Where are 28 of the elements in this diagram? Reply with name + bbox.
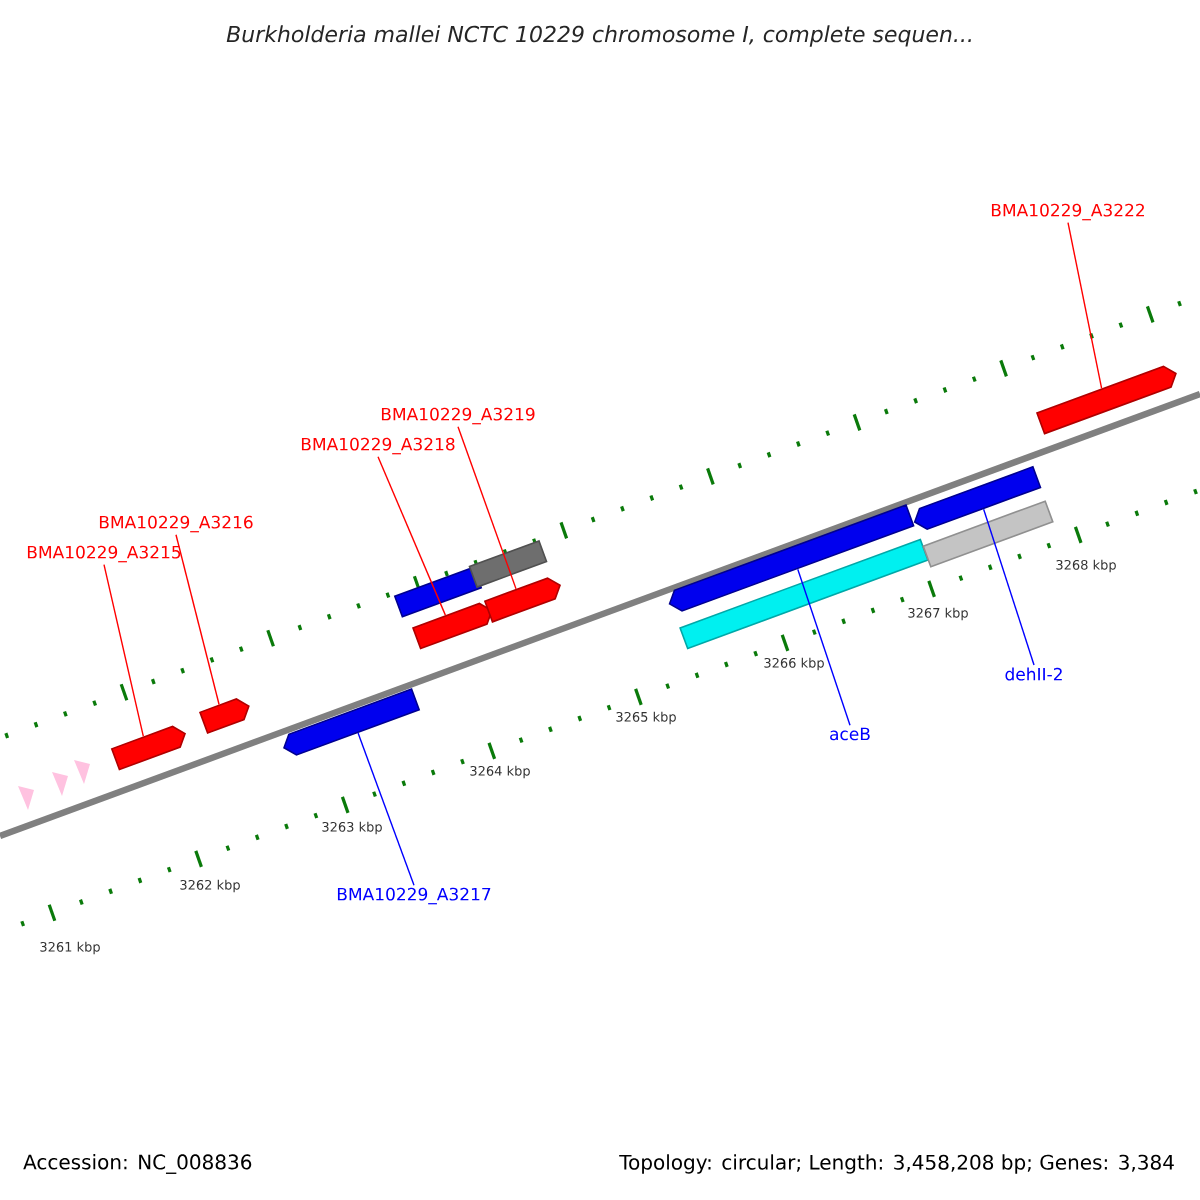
gene-feature <box>483 577 561 623</box>
gene-label: dehII-2 <box>1005 667 1062 681</box>
gene-feature <box>913 465 1042 531</box>
gene-label: BMA10229_A3216 <box>99 515 253 533</box>
gene-feature <box>668 504 915 612</box>
leader-line <box>457 426 517 590</box>
gene-label: BMA10229_A3218 <box>301 437 455 455</box>
gene-label: BMA10229_A3217 <box>337 887 491 905</box>
gene-label: aceB <box>830 727 870 741</box>
leader-line <box>1067 222 1103 389</box>
gene-feature <box>199 698 250 735</box>
gene-feature <box>922 500 1054 568</box>
gene-label: BMA10229_A3222 <box>991 203 1144 221</box>
leader-line <box>175 534 220 706</box>
gene-label: BMA10229_A3215 <box>27 545 181 563</box>
leader-line <box>103 564 145 738</box>
gene-feature <box>411 602 493 650</box>
accession-text: Accession: NC_008836 <box>23 1154 252 1174</box>
gene-feature <box>283 688 421 756</box>
gene-label: BMA10229_A3219 <box>381 407 535 425</box>
title: Burkholderia mallei NCTC 10229 chromosome I, complete sequen... <box>226 25 971 47</box>
leader-line <box>797 568 851 726</box>
gene-feature <box>1035 365 1177 435</box>
leader-line <box>982 508 1035 666</box>
gene-feature <box>393 566 483 618</box>
leader-line <box>377 456 447 616</box>
summary-text: Topology: circular; Length: 3,458,208 bp; Genes: 3,384 <box>619 1154 1174 1174</box>
leader-line <box>357 732 415 886</box>
